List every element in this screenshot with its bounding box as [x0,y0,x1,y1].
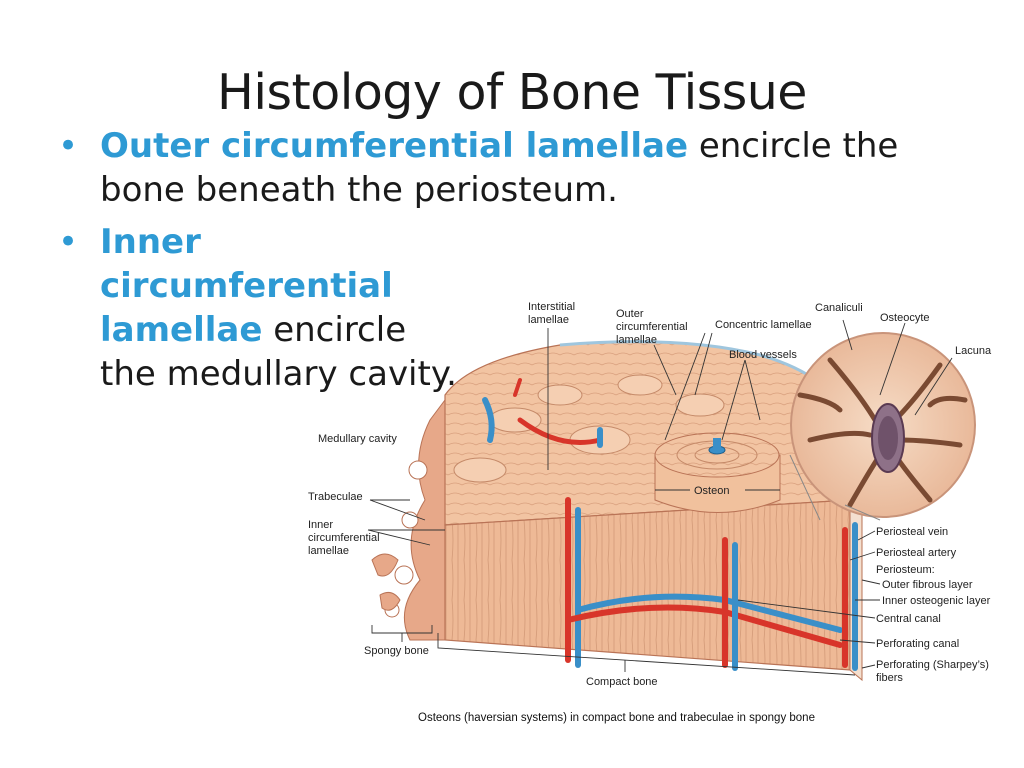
label-trabeculae: Trabeculae [308,491,363,503]
label-concentric-lamellae: Concentric lamellae [715,319,812,331]
label-inner-osteogenic-layer: Inner osteogenic layer [882,595,991,607]
label-sharpeys-fibers: fibers [876,672,903,684]
label-medullary-cavity: Medullary cavity [318,433,397,445]
label-interstitial-lamellae: Interstitial [528,301,575,313]
bullet-dot-icon: • [58,222,79,262]
bullet-text: encircle the bone beneath the periosteum… [100,126,899,210]
diagram-labels: Interstitial lamellae Outer circumferent… [308,301,992,724]
bullet-list: • Outer circumferential lamellae encircl… [58,124,958,396]
bullet-highlight: Inner circumferential lamellae [100,222,393,350]
label-osteon: Osteon [694,485,729,497]
compact-bone-illustration [444,340,863,682]
label-sharpeys-fibers: Perforating (Sharpey’s) [876,659,989,671]
label-central-canal: Central canal [876,613,941,625]
slide-title: Histology of Bone Tissue [217,64,807,121]
label-outer-circumferential-lamellae: circumferential [616,321,688,333]
label-spongy-bone: Spongy bone [364,645,429,657]
label-osteocyte: Osteocyte [880,312,930,324]
osteocyte-zoom [789,332,976,521]
label-outer-fibrous-layer: Outer fibrous layer [882,579,973,591]
label-periosteal-artery: Periosteal artery [876,547,957,559]
label-inner-circumferential-lamellae: lamellae [308,545,349,557]
label-compact-bone: Compact bone [586,676,658,688]
bullet-outer-lamellae: • Outer circumferential lamellae encircl… [58,124,950,212]
label-canaliculi: Canaliculi [815,302,863,314]
bullet-dot-icon: • [58,126,79,166]
label-lacuna: Lacuna [955,345,992,357]
label-periosteal-vein: Periosteal vein [876,526,948,538]
label-inner-circumferential-lamellae: Inner [308,519,333,531]
label-outer-circumferential-lamellae: lamellae [616,334,657,346]
label-inner-circumferential-lamellae: circumferential [308,532,380,544]
label-outer-circumferential-lamellae: Outer [616,308,644,320]
diagram-caption: Osteons (haversian systems) in compact b… [418,712,815,724]
label-perforating-canal: Perforating canal [876,638,959,650]
bullet-inner-lamellae: • Inner circumferential lamellae encircl… [58,220,460,396]
bullet-highlight: Outer circumferential lamellae [100,126,689,166]
bullet-text: encircle the medullary cavity. [100,310,457,394]
label-blood-vessels: Blood vessels [729,349,797,361]
label-interstitial-lamellae: lamellae [528,314,569,326]
label-periosteum: Periosteum: [876,564,935,576]
leader-lines [367,319,953,676]
